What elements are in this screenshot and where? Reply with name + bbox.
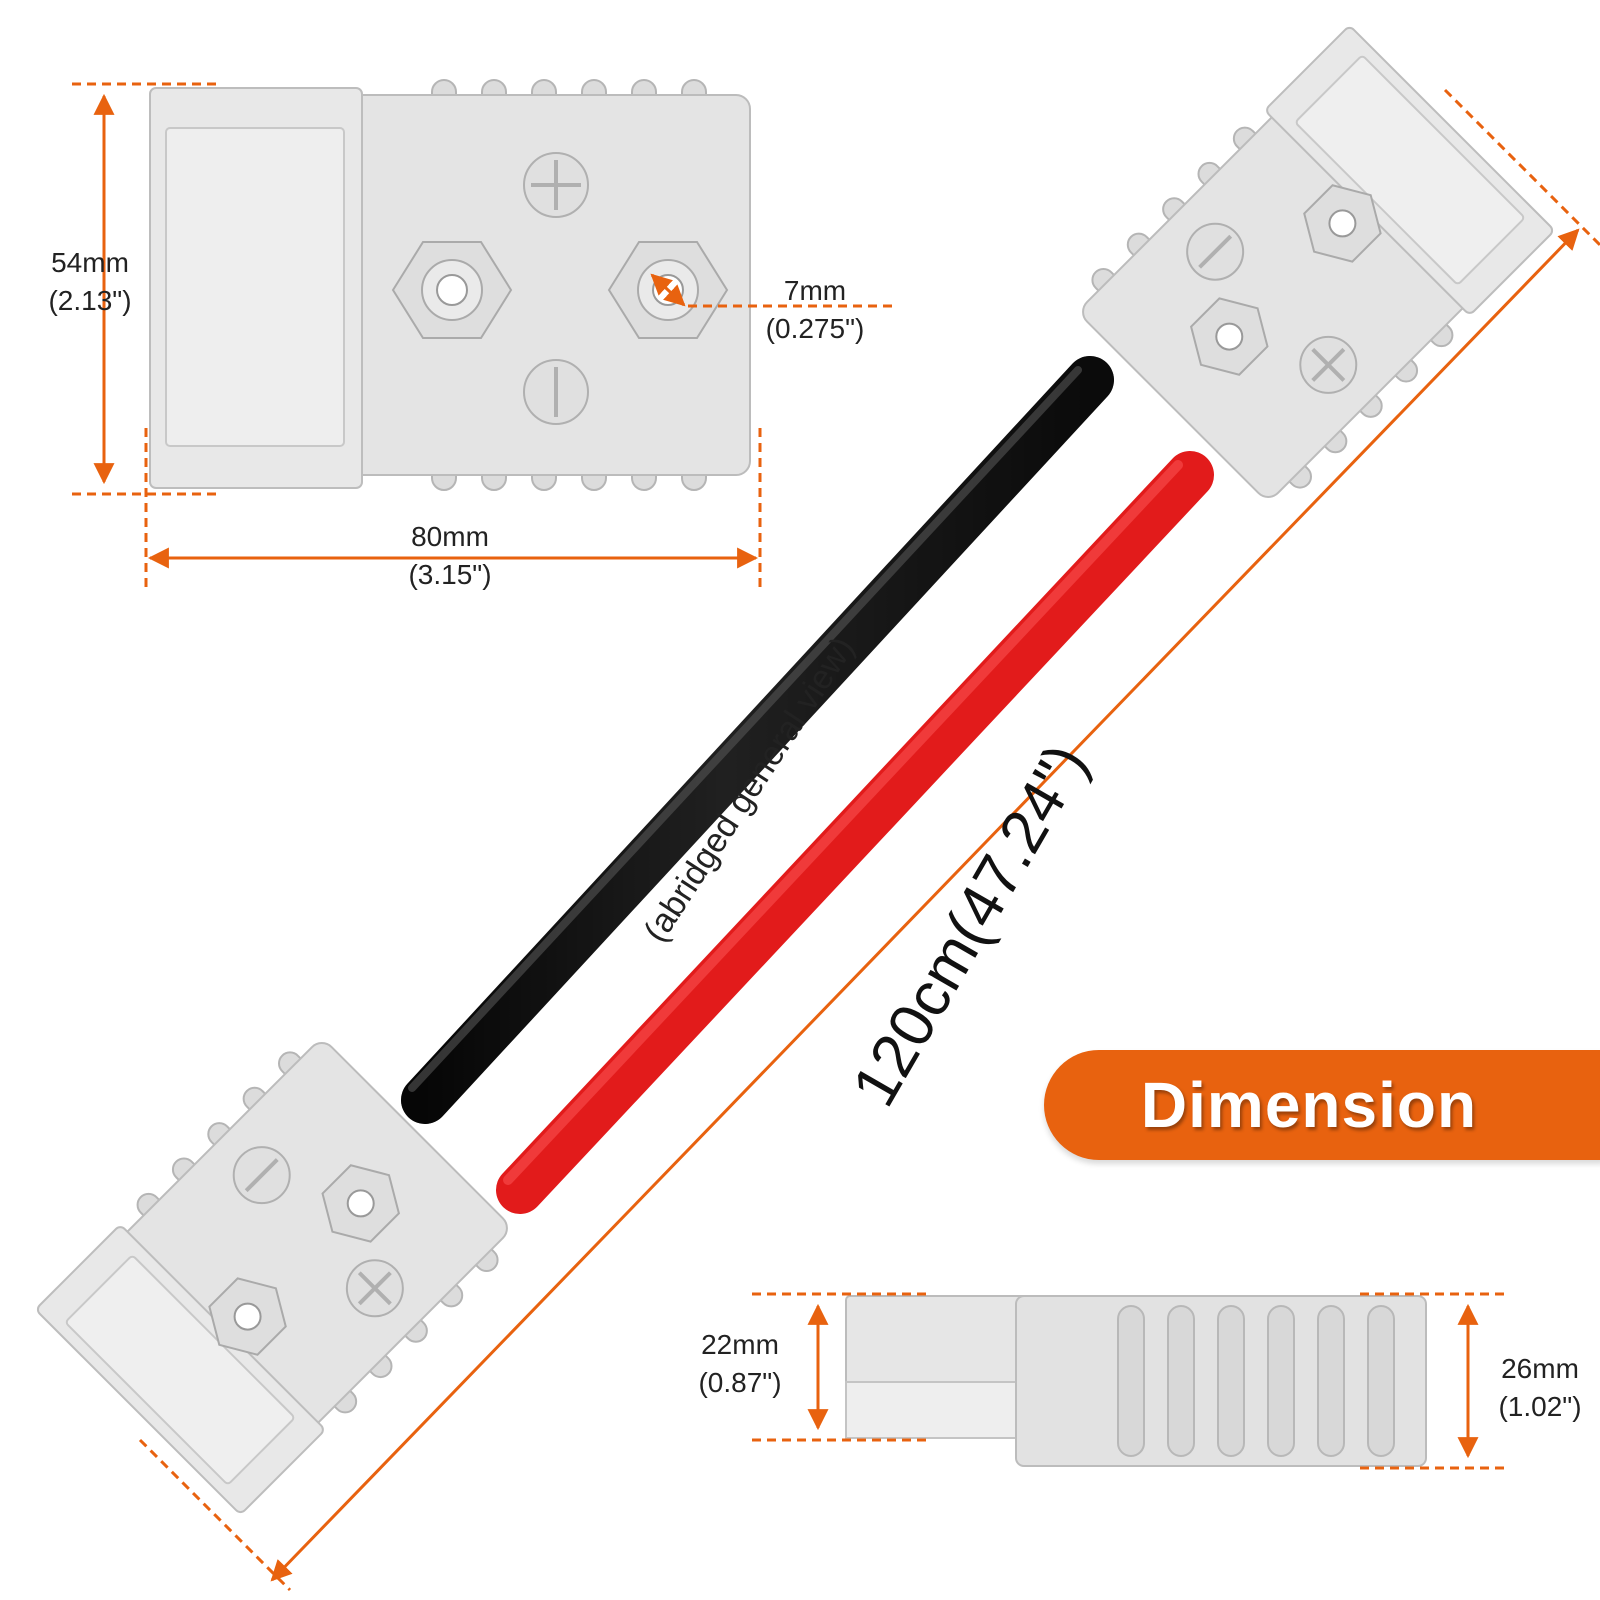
dimension-badge-text: Dimension — [1140, 1069, 1478, 1141]
thin-mm: 22mm — [701, 1329, 779, 1360]
connector-front-view — [149, 79, 751, 491]
height-in: (2.13") — [48, 285, 132, 316]
height-mm: 54mm — [51, 247, 129, 278]
width-label: 80mm (3.15") — [370, 518, 530, 594]
thick-label: 26mm (1.02") — [1480, 1350, 1600, 1426]
connector-upper-right — [1082, 26, 1554, 498]
width-in: (3.15") — [408, 559, 492, 590]
thin-label: 22mm (0.87") — [680, 1326, 800, 1402]
hole-mm: 7mm — [783, 275, 847, 306]
dimension-badge: Dimension — [1044, 1050, 1600, 1160]
thin-in: (0.87") — [698, 1367, 782, 1398]
connector-side-view — [845, 1295, 1427, 1467]
hole-in: (0.275") — [765, 313, 865, 344]
hole-label: 7mm (0.275") — [745, 272, 885, 348]
width-mm: 80mm — [411, 521, 489, 552]
thick-in: (1.02") — [1498, 1391, 1582, 1422]
dimension-lines-side — [752, 1292, 1510, 1470]
thick-mm: 26mm — [1501, 1353, 1579, 1384]
height-label: 54mm (2.13") — [30, 244, 150, 320]
dimension-line-length — [138, 88, 1600, 1592]
